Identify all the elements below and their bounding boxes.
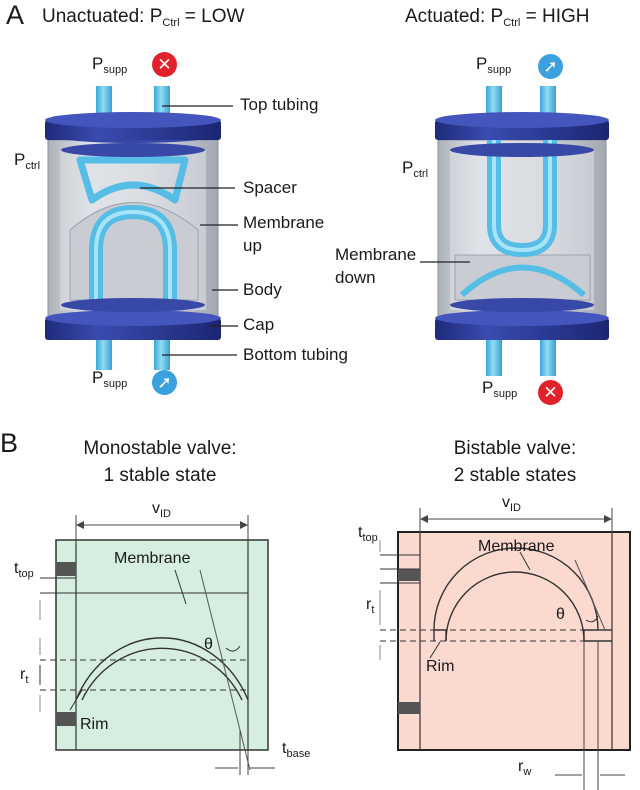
monostable-body — [55, 539, 269, 751]
panel-a-letter: A — [6, 0, 25, 30]
actuated-p-supp-top: Psupp — [476, 54, 512, 76]
monostable-diagram — [39, 515, 275, 775]
membrane-up-label-2: up — [243, 236, 262, 255]
bi-r-t: rt — [366, 596, 375, 616]
bistable-title-2: 2 stable states — [453, 465, 577, 486]
bottom-tubing-left — [96, 340, 112, 370]
mono-rim-label: Rim — [80, 716, 109, 733]
bistable-title-1: Bistable valve: — [453, 438, 577, 459]
unactuated-title-prefix: Unactuated: P — [42, 6, 163, 27]
monostable-title-2: 1 stable state — [103, 465, 217, 486]
close-icon: ✕ — [152, 52, 177, 77]
membrane-up-label-1: Membrane — [243, 213, 325, 232]
open-arrow-icon: ➚ — [152, 370, 177, 395]
bi-t-top: ttop — [358, 524, 378, 544]
cap-label: Cap — [243, 315, 275, 334]
unactuated-title-suffix: = LOW — [179, 6, 245, 27]
unactuated-p-supp-top: Psupp — [92, 54, 128, 76]
mono-theta: θ — [204, 636, 213, 653]
unactuated-p-ctrl: Pctrl — [14, 150, 41, 172]
unactuated-title-sub: Ctrl — [162, 17, 180, 29]
bi-membrane-label: Membrane — [478, 538, 555, 555]
actuated-title-sub: Ctrl — [503, 17, 521, 29]
actuated-p-ctrl: Pctrl — [402, 158, 429, 180]
mono-t-top: ttop — [14, 560, 34, 580]
bi-rim-label: Rim — [426, 658, 455, 675]
membrane-down-label-2: down — [335, 268, 376, 287]
mono-t-base: tbase — [282, 740, 311, 760]
actuated-p-supp-bottom: Psupp — [482, 378, 518, 400]
actuated-title-suffix: = HIGH — [520, 6, 590, 27]
bi-v-id: vID — [502, 494, 521, 514]
mono-membrane-label: Membrane — [114, 550, 191, 567]
actuated-title: Actuated: PCtrl = HIGH — [405, 6, 590, 29]
open-arrow-icon: ➚ — [538, 54, 563, 79]
monostable-title-1: Monostable valve: — [83, 438, 237, 459]
panel-b-letter: B — [0, 428, 19, 458]
bottom-tubing-label: Bottom tubing — [243, 345, 348, 364]
unactuated-p-supp-bottom: Psupp — [92, 368, 128, 390]
unactuated-valve — [45, 86, 238, 370]
bistable-diagram — [379, 508, 631, 790]
unactuated-title: Unactuated: PCtrl = LOW — [42, 6, 244, 29]
actuated-title-prefix: Actuated: P — [405, 6, 504, 27]
membrane-down — [459, 264, 586, 298]
spacer-label: Spacer — [243, 178, 297, 197]
actuated-valve — [420, 86, 609, 376]
mono-r-t: rt — [20, 666, 29, 686]
top-tubing-label: Top tubing — [240, 95, 319, 114]
membrane-down-label-1: Membrane — [335, 245, 417, 264]
bi-theta: θ — [556, 606, 565, 623]
spacer — [76, 156, 189, 204]
bi-r-w: rw — [518, 758, 532, 778]
body-label: Body — [243, 280, 282, 299]
mono-v-id: vID — [152, 500, 171, 520]
close-icon: ✕ — [538, 380, 563, 405]
